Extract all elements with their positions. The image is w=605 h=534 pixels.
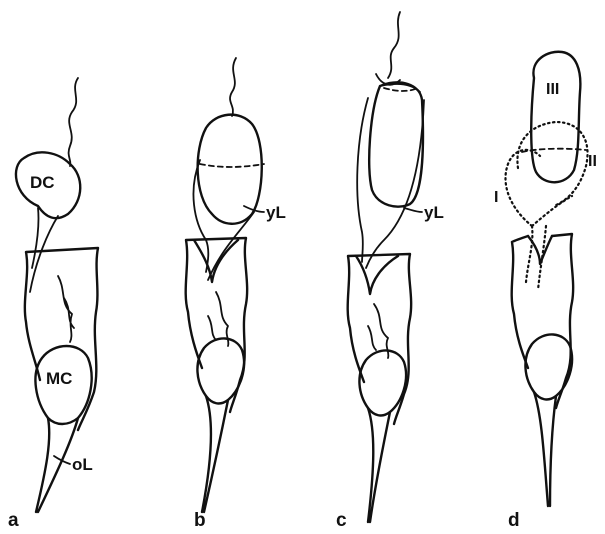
panel-b-filament: [230, 58, 236, 116]
panel-c-young-lamella: [357, 98, 424, 268]
panel-a-internal-folds: [58, 276, 74, 342]
panel-c-tail: [368, 408, 390, 522]
panel-d-funnel: [528, 236, 552, 264]
panel-b: [186, 58, 264, 512]
panel-d: [505, 52, 587, 506]
panel-d-tail: [534, 392, 556, 506]
panel-d-stage-II-label: II: [588, 153, 597, 170]
panel-b-tail: [202, 396, 228, 512]
panel-a-distal-cell-label: DC: [30, 173, 55, 192]
panel-c: [348, 12, 424, 522]
panel-b-label: b: [194, 510, 206, 531]
panel-c-apical-cell: [369, 82, 423, 206]
panel-a: [16, 78, 98, 512]
panel-d-mother-cell: [525, 334, 572, 399]
panel-d-stage-I-label: I: [494, 189, 498, 206]
panel-b-young-lamella-label: yL: [266, 203, 286, 222]
panel-d-stage-I-outline: [505, 150, 572, 226]
panel-c-young-lamella-label: yL: [424, 203, 444, 222]
panel-b-dashed-boundary: [200, 164, 264, 167]
panel-c-label: c: [336, 510, 347, 531]
panel-b-apical-cell: [198, 115, 262, 224]
panel-b-funnel: [194, 240, 238, 282]
panel-a-label: a: [8, 510, 19, 531]
panel-d-stage-III-label: III: [546, 81, 559, 98]
panel-c-filament: [388, 12, 400, 78]
panel-d-stage-II-outline: [517, 122, 587, 206]
panel-d-label: d: [508, 510, 520, 531]
panel-c-yL-leader: [404, 208, 422, 212]
panel-a-old-lamella-label: oL: [72, 455, 93, 474]
panel-c-cap-dash: [384, 88, 418, 91]
panel-d-stage-III-cell: [531, 52, 580, 183]
panel-a-mother-cell-label: MC: [46, 369, 72, 388]
panel-a-filament: [69, 78, 78, 166]
